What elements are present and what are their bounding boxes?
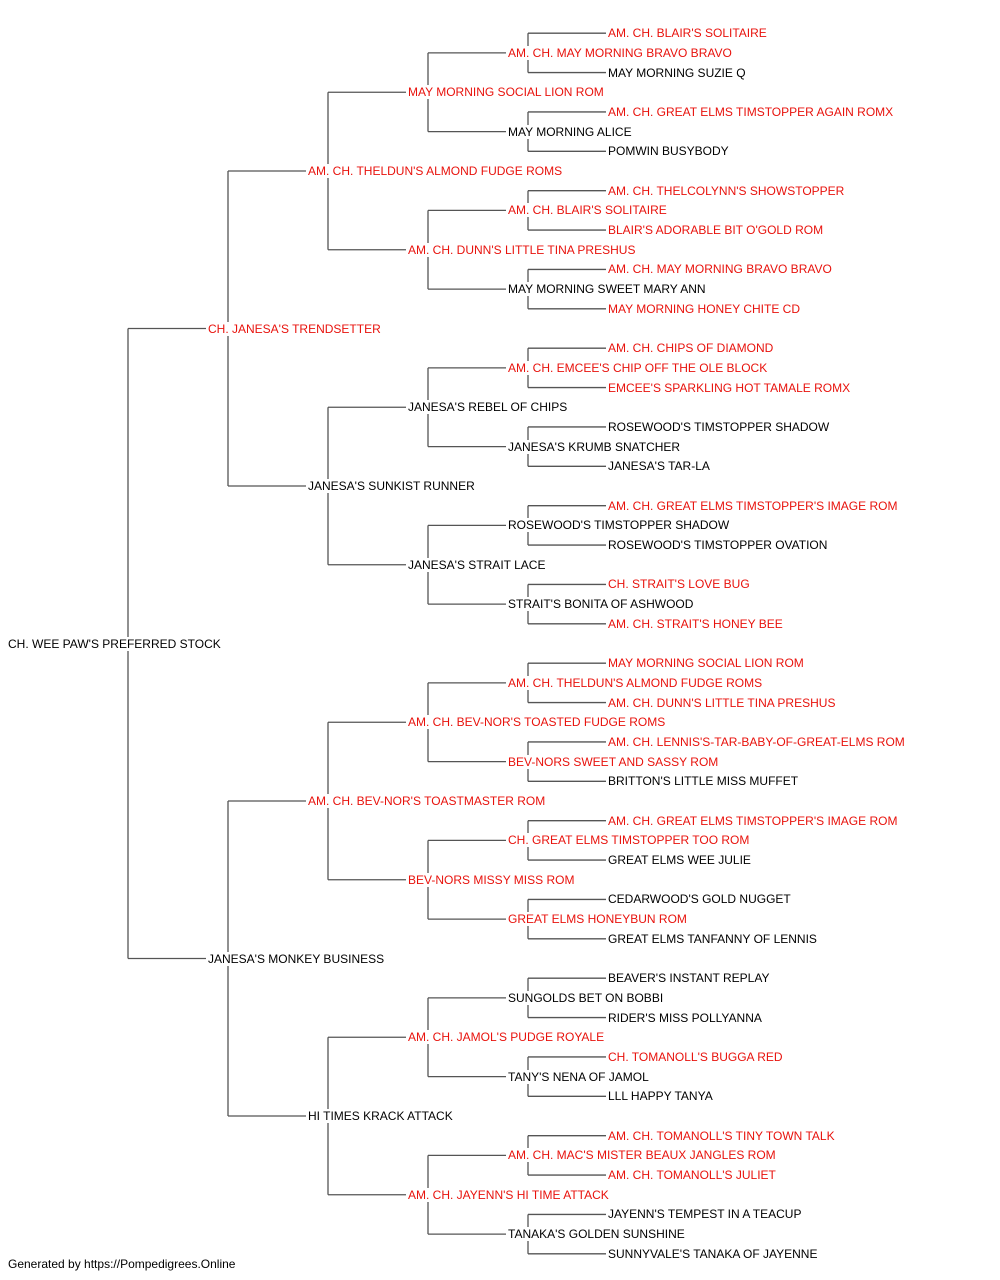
pedigree-entry: GREAT ELMS TANFANNY OF LENNIS <box>607 931 818 946</box>
pedigree-entry: MAY MORNING SOCIAL LION ROM <box>407 85 605 100</box>
pedigree-entry: LLL HAPPY TANYA <box>607 1089 714 1104</box>
pedigree-entry: AM. CH. BLAIR'S SOLITAIRE <box>507 203 668 218</box>
pedigree-entry: AM. CH. DUNN'S LITTLE TINA PRESHUS <box>407 242 637 257</box>
pedigree-entry: AM. CH. BEV-NOR'S TOASTMASTER ROM <box>307 794 547 808</box>
pedigree-entry: AM. CH. DUNN'S LITTLE TINA PRESHUS <box>607 695 837 710</box>
pedigree-entry: AM. CH. MAC'S MISTER BEAUX JANGLES ROM <box>507 1148 777 1163</box>
pedigree-entry: CH. JANESA'S TRENDSETTER <box>207 321 382 336</box>
pedigree-entry: AM. CH. THELDUN'S ALMOND FUDGE ROMS <box>507 675 764 690</box>
pedigree-entry: ROSEWOOD'S TIMSTOPPER OVATION <box>607 538 829 553</box>
pedigree-entry: CH. WEE PAW'S PREFERRED STOCK <box>7 636 222 651</box>
pedigree-entry: AM. CH. BEV-NOR'S TOASTED FUDGE ROMS <box>407 715 667 730</box>
pedigree-entry: TANAKA'S GOLDEN SUNSHINE <box>507 1227 686 1242</box>
pedigree-entry: AM. CH. STRAIT'S HONEY BEE <box>607 616 784 631</box>
pedigree-entry: AM. CH. THELCOLYNN'S SHOWSTOPPER <box>607 183 846 198</box>
pedigree-entry: JANESA'S STRAIT LACE <box>407 557 547 572</box>
pedigree-entry: JANESA'S MONKEY BUSINESS <box>207 951 386 966</box>
pedigree-entry: AM. CH. CHIPS OF DIAMOND <box>607 341 775 356</box>
pedigree-entry: RIDER'S MISS POLLYANNA <box>607 1010 763 1025</box>
pedigree-entry: ROSEWOOD'S TIMSTOPPER SHADOW <box>507 518 731 533</box>
pedigree-entry: MAY MORNING HONEY CHITE CD <box>607 301 802 316</box>
pedigree-entry: AM. CH. THELDUN'S ALMOND FUDGE ROMS <box>307 164 564 178</box>
pedigree-entry: AM. CH. LENNIS'S-TAR-BABY-OF-GREAT-ELMS … <box>607 734 906 749</box>
pedigree-entry: AM. CH. MAY MORNING BRAVO BRAVO <box>607 262 833 277</box>
pedigree-entry: BRITTON'S LITTLE MISS MUFFET <box>607 774 800 789</box>
pedigree-entry: JANESA'S SUNKIST RUNNER <box>307 479 476 493</box>
pedigree-entry: HI TIMES KRACK ATTACK <box>307 1109 454 1123</box>
pedigree-entry: AM. CH. TOMANOLL'S JULIET <box>607 1168 777 1183</box>
pedigree-entry: JAYENN'S TEMPEST IN A TEACUP <box>607 1207 803 1222</box>
pedigree-entry: JANESA'S REBEL OF CHIPS <box>407 400 569 415</box>
pedigree-entry: AM. CH. JAMOL'S PUDGE ROYALE <box>407 1030 606 1045</box>
pedigree-entry: CH. STRAIT'S LOVE BUG <box>607 577 751 592</box>
pedigree-entry: GREAT ELMS HONEYBUN ROM <box>507 912 688 927</box>
pedigree-entry: BEV-NORS MISSY MISS ROM <box>407 872 576 887</box>
generated-by-footer: Generated by https://Pompedigrees.Online <box>8 1257 236 1271</box>
pedigree-entry: SUNGOLDS BET ON BOBBI <box>507 990 665 1005</box>
pedigree-entry: AM. CH. GREAT ELMS TIMSTOPPER'S IMAGE RO… <box>607 498 899 513</box>
pedigree-entry: AM. CH. JAYENN'S HI TIME ATTACK <box>407 1187 610 1202</box>
pedigree-entry: ROSEWOOD'S TIMSTOPPER SHADOW <box>607 419 831 434</box>
pedigree-entry: POMWIN BUSYBODY <box>607 144 730 159</box>
pedigree-entry: CEDARWOOD'S GOLD NUGGET <box>607 892 792 907</box>
pedigree-entry: SUNNYVALE'S TANAKA OF JAYENNE <box>607 1246 819 1261</box>
pedigree-entry: MAY MORNING ALICE <box>507 124 633 139</box>
pedigree-entry: STRAIT'S BONITA OF ASHWOOD <box>507 597 695 612</box>
pedigree-entry: BEV-NORS SWEET AND SASSY ROM <box>507 754 720 769</box>
pedigree-entry: JANESA'S KRUMB SNATCHER <box>507 439 682 454</box>
pedigree-entry: MAY MORNING SWEET MARY ANN <box>507 282 707 297</box>
pedigree-entry: CH. GREAT ELMS TIMSTOPPER TOO ROM <box>507 833 751 848</box>
pedigree-entry: EMCEE'S SPARKLING HOT TAMALE ROMX <box>607 380 852 395</box>
pedigree-entry: GREAT ELMS WEE JULIE <box>607 853 752 868</box>
pedigree-entry: AM. CH. GREAT ELMS TIMSTOPPER'S IMAGE RO… <box>607 813 899 828</box>
pedigree-entry: AM. CH. GREAT ELMS TIMSTOPPER AGAIN ROMX <box>607 104 895 119</box>
pedigree-entry: BLAIR'S ADORABLE BIT O'GOLD ROM <box>607 223 825 238</box>
pedigree-entry: AM. CH. TOMANOLL'S TINY TOWN TALK <box>607 1128 836 1143</box>
pedigree-entry: MAY MORNING SOCIAL LION ROM <box>607 656 805 671</box>
pedigree-entry: BEAVER'S INSTANT REPLAY <box>607 971 771 986</box>
pedigree-entry: MAY MORNING SUZIE Q <box>607 65 747 80</box>
pedigree-entry: CH. TOMANOLL'S BUGGA RED <box>607 1049 784 1064</box>
pedigree-entry: AM. CH. MAY MORNING BRAVO BRAVO <box>507 45 733 60</box>
pedigree-entry: TANY'S NENA OF JAMOL <box>507 1069 650 1084</box>
pedigree-entry: AM. CH. EMCEE'S CHIP OFF THE OLE BLOCK <box>507 360 769 375</box>
pedigree-entry: JANESA'S TAR-LA <box>607 459 711 474</box>
pedigree-entry: AM. CH. BLAIR'S SOLITAIRE <box>607 26 768 41</box>
